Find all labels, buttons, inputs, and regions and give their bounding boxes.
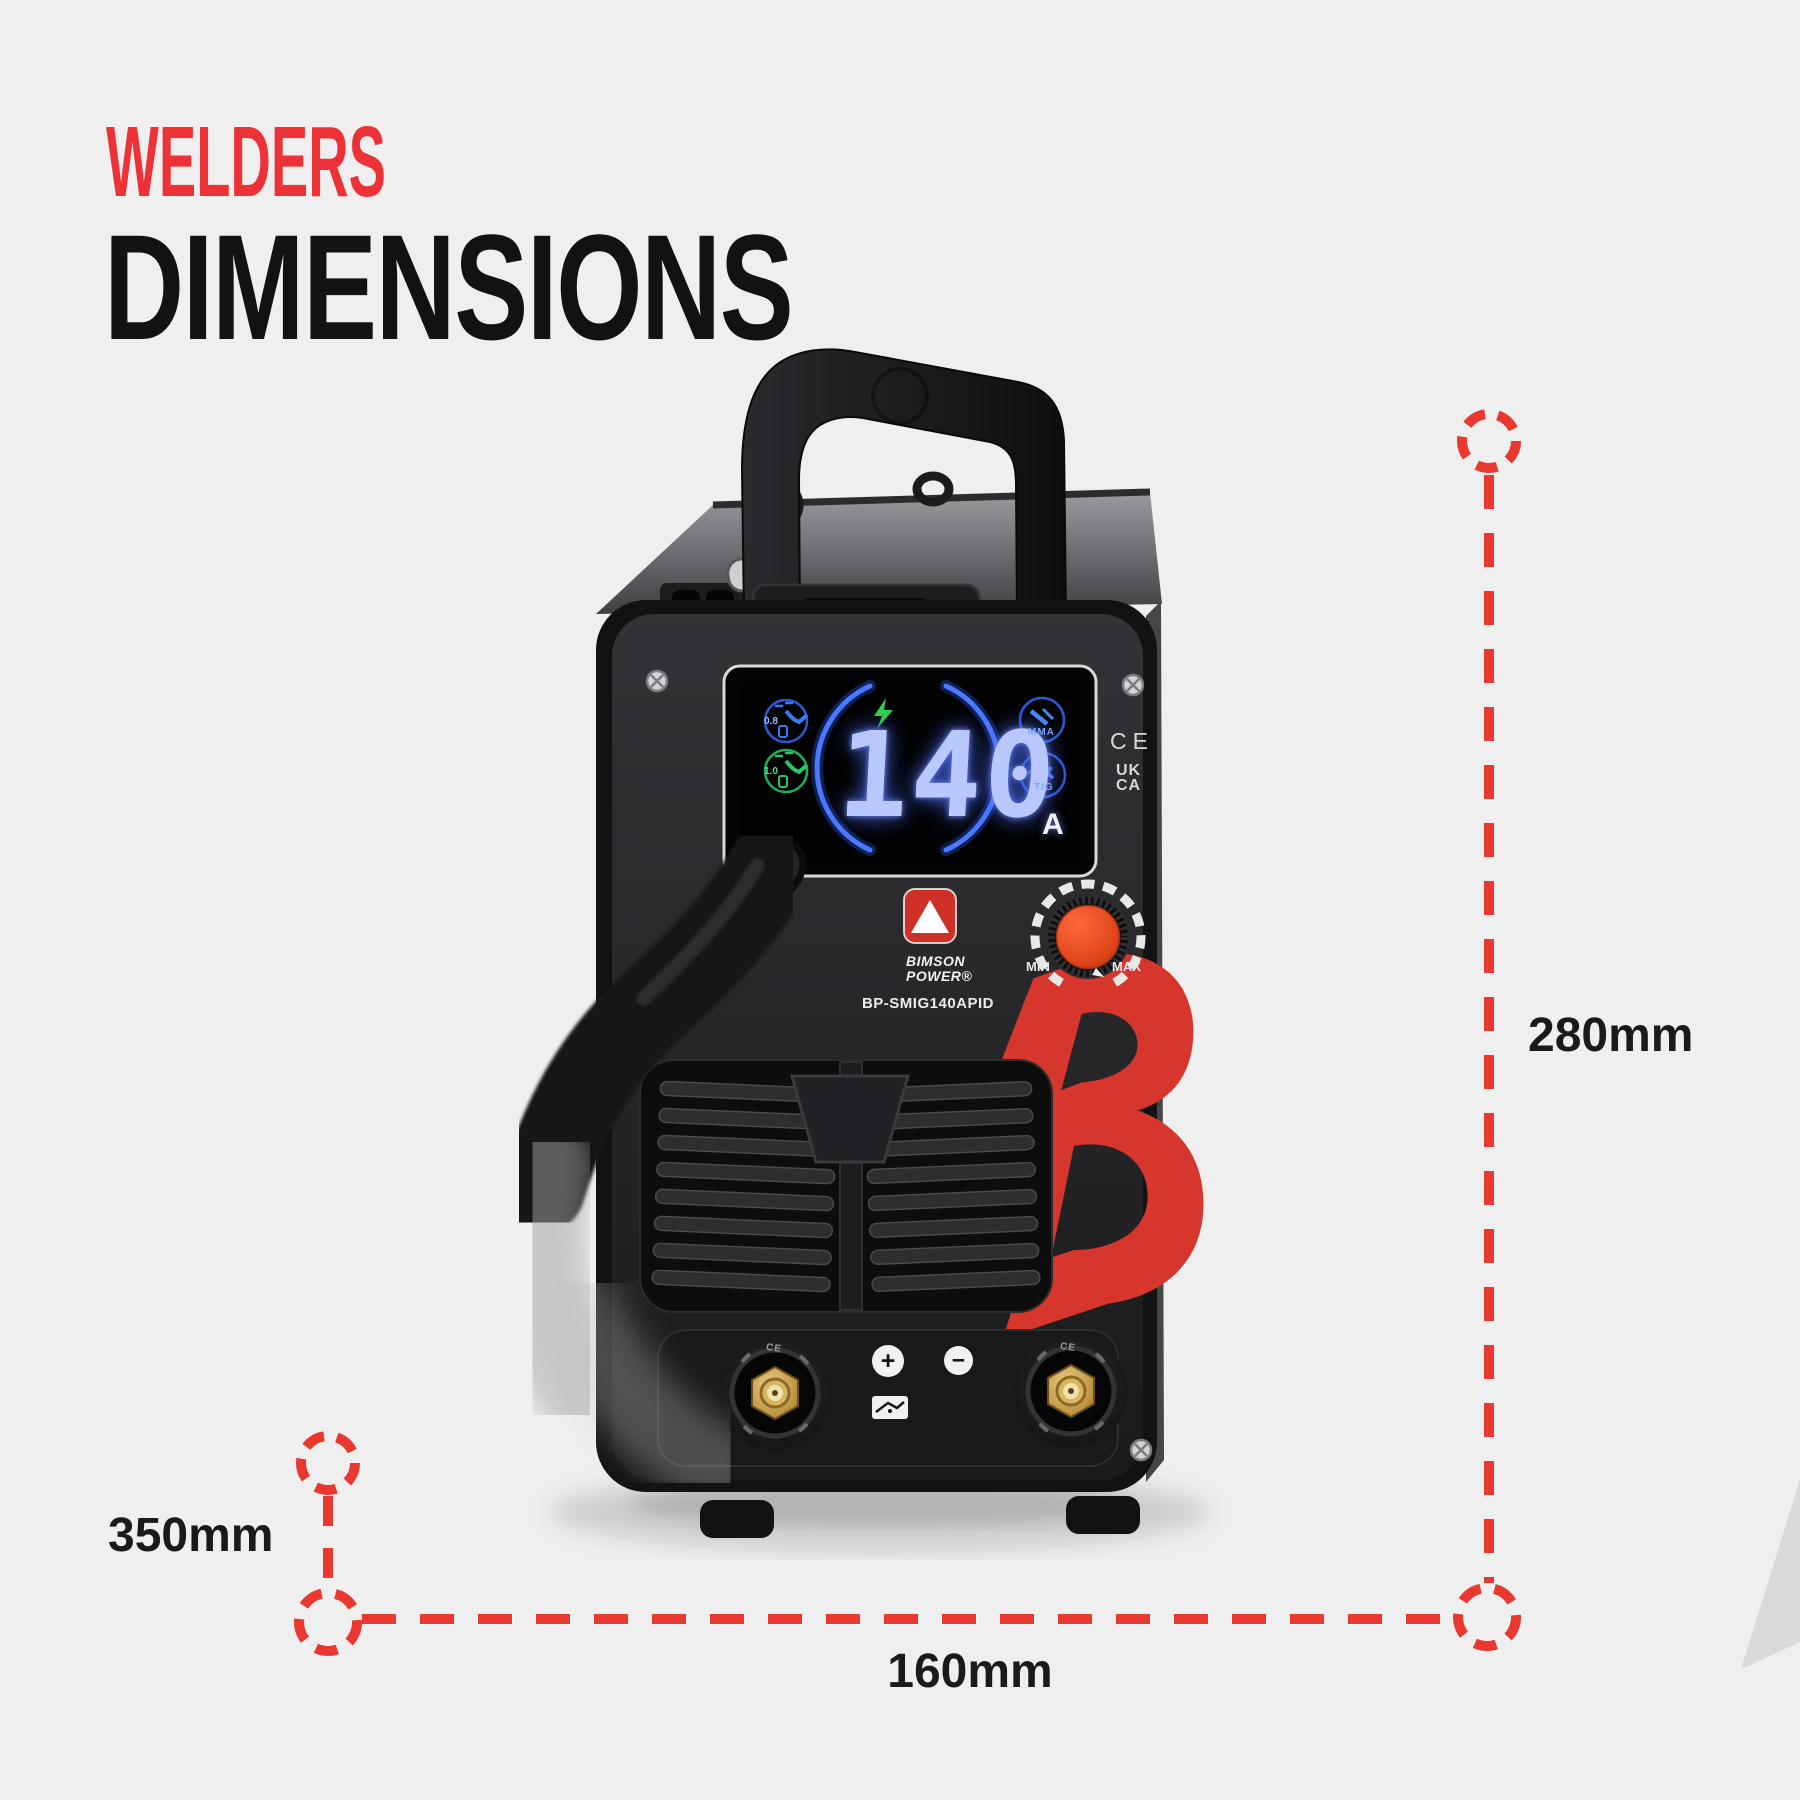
dinse-socket-left — [718, 1336, 832, 1450]
knob-scale-arc — [1030, 879, 1146, 987]
dimension-marker-bottom-left — [294, 1588, 362, 1656]
rubber-feet — [700, 1496, 1140, 1538]
screw-icon — [1121, 673, 1145, 697]
socket-ce-mark-left: CE — [765, 1341, 783, 1356]
brand-line1: BIMSON — [906, 953, 965, 969]
welder-machine-photo — [489, 348, 1204, 1538]
dimension-marker-top — [1457, 409, 1521, 473]
screw-icon — [1129, 1438, 1153, 1462]
lightning-b-icon — [1615, 0, 1800, 1800]
model-number: BP-SMIG140APID — [861, 995, 995, 1012]
mig-gasless-mode-icon — [763, 748, 809, 794]
brand-logo: BIMSON POWER® — [906, 954, 972, 984]
height-dimension-label: 280mm — [1528, 1009, 1694, 1062]
socket-ce-mark-right: CE — [1059, 1340, 1077, 1355]
tig-mode-label: TIG — [1034, 782, 1054, 793]
depth-dimension-label: 350mm — [108, 1509, 274, 1562]
tig-mode-icon — [1019, 751, 1067, 799]
negative-terminal-icon: − — [944, 1346, 973, 1375]
power-lightning-icon — [874, 698, 893, 729]
welding-cable — [489, 825, 813, 1508]
knob-max-label: MAX — [1112, 959, 1141, 974]
ce-mark: CE — [1110, 728, 1154, 754]
width-dimension-label: 160mm — [887, 1645, 1053, 1698]
amp-readout-unit: A — [1042, 808, 1064, 841]
vent-slats-right — [863, 1080, 1041, 1293]
wire-08-label: 0.8 — [764, 716, 778, 727]
vent-center-plate — [790, 1074, 910, 1164]
mig-gas-mode-icon — [763, 698, 809, 744]
knob-min-label: MIN — [1026, 959, 1050, 974]
current-adjust-knob — [1030, 879, 1146, 987]
vent-grille — [639, 1059, 1053, 1313]
ground-clamp-icon — [872, 1396, 908, 1419]
mma-mode-label: MMA — [1028, 727, 1055, 738]
watermark-lightning-b-icons — [1615, 0, 1800, 1800]
dinse-socket-right — [1014, 1334, 1128, 1448]
vent-slats-left — [651, 1080, 839, 1293]
ukca-bottom: CA — [1116, 777, 1142, 794]
mma-mode-icon — [1018, 696, 1066, 744]
ukca-mark: UK CA — [1116, 762, 1142, 794]
knob-pointer — [1092, 968, 1104, 977]
dimension-annotations — [294, 409, 1521, 1656]
dimension-marker-depth-top — [296, 1431, 360, 1495]
wire-10-label: 1.0 — [764, 766, 778, 777]
ukca-top: UK — [1116, 762, 1142, 779]
carry-handle — [740, 348, 1068, 617]
digital-display — [722, 664, 1098, 878]
kicker-welders: WELDERS — [106, 106, 386, 218]
amp-dial-arcs — [811, 680, 1005, 856]
positive-terminal-icon: + — [872, 1345, 904, 1377]
handle-recess — [871, 367, 929, 425]
brand-line2: POWER® — [906, 968, 973, 984]
screw-icon — [645, 669, 669, 693]
dimension-marker-bottom-right — [1453, 1583, 1521, 1651]
warning-triangle-icon — [903, 888, 957, 944]
amp-readout-value: 140 — [834, 706, 1061, 844]
page-title-dimensions: DIMENSIONS — [104, 203, 794, 371]
